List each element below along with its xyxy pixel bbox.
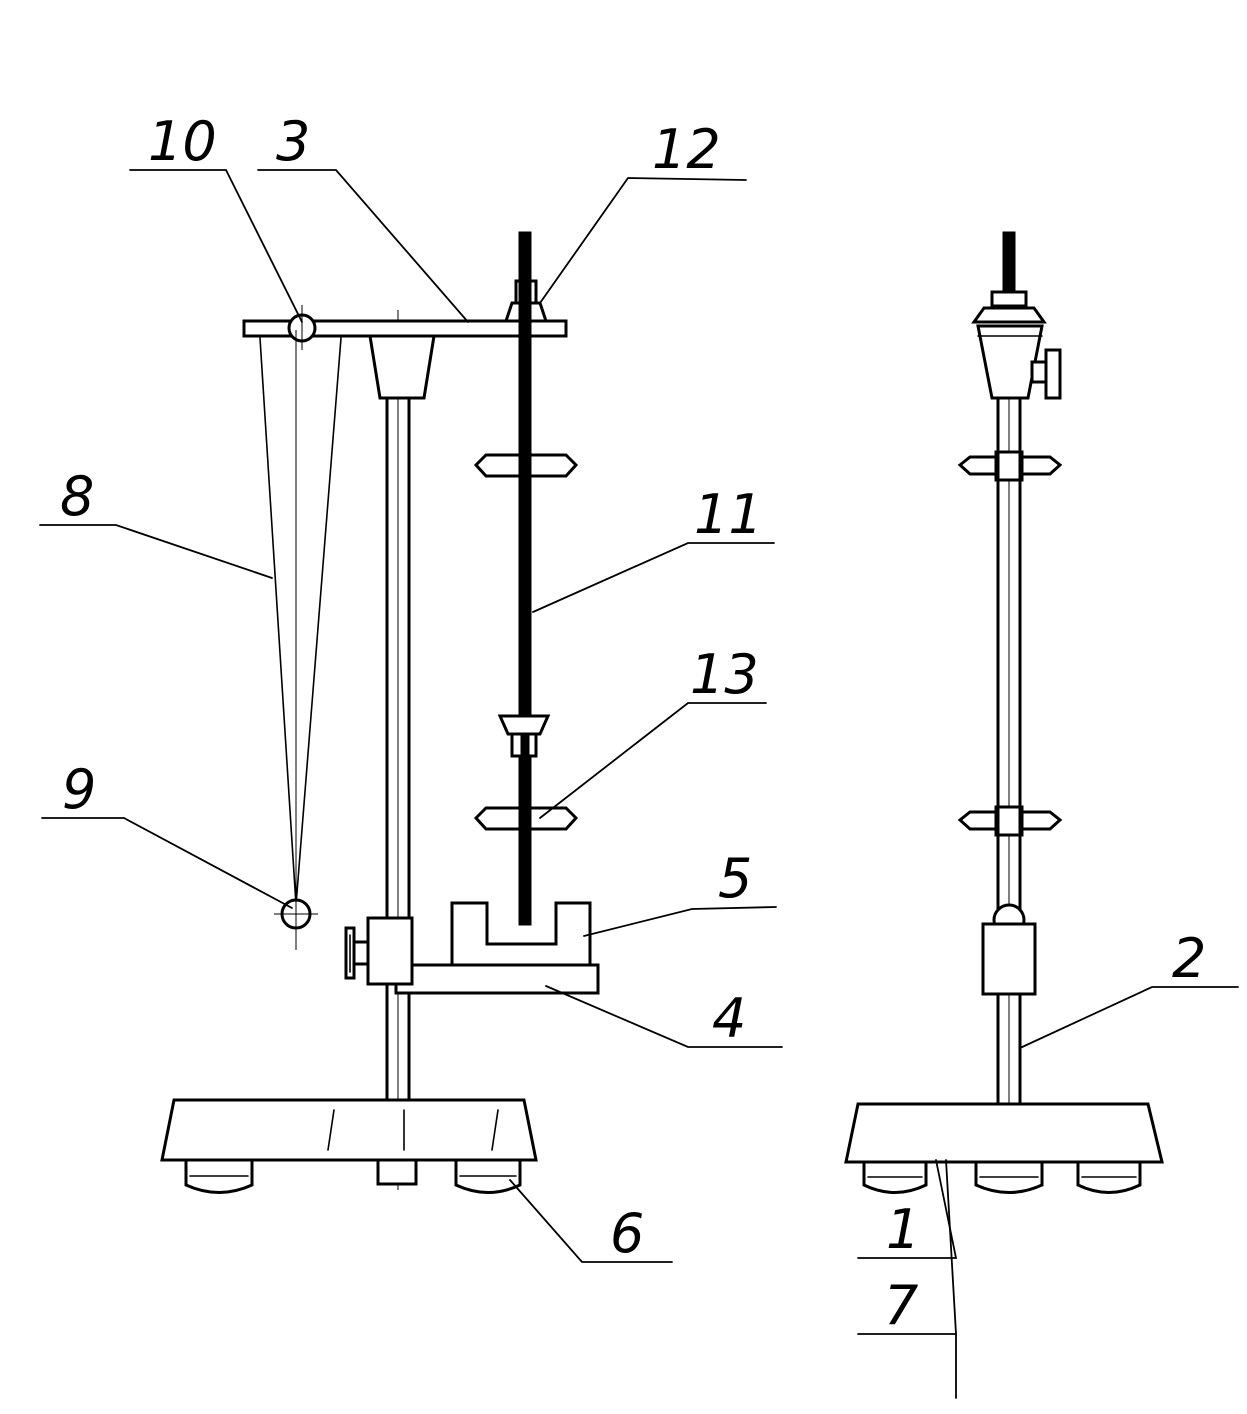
upper-disk-side bbox=[957, 450, 1063, 482]
label-9: 9 bbox=[62, 758, 96, 821]
label-10: 10 bbox=[148, 110, 217, 173]
label-4: 4 bbox=[712, 987, 746, 1050]
feet-front bbox=[184, 1158, 522, 1194]
side-view bbox=[844, 231, 1164, 1194]
upper-bushing-front bbox=[368, 334, 436, 400]
upper-disk-front bbox=[473, 451, 579, 481]
clamp-sleeve-side bbox=[981, 903, 1037, 996]
label-8: 8 bbox=[60, 465, 94, 528]
label-13: 13 bbox=[690, 643, 759, 706]
label-12: 12 bbox=[652, 118, 721, 181]
label-11: 11 bbox=[694, 483, 763, 546]
clamp-sleeve-front bbox=[344, 916, 414, 986]
pendulum-bob bbox=[274, 892, 318, 950]
crossbar bbox=[242, 319, 568, 338]
middle-nut-front bbox=[497, 714, 551, 758]
lower-disk-side bbox=[957, 805, 1063, 837]
label-6: 6 bbox=[610, 1202, 644, 1265]
base-side bbox=[844, 1102, 1164, 1164]
leader-lines bbox=[39, 169, 1239, 1399]
label-5: 5 bbox=[718, 847, 752, 910]
pivot-hinge bbox=[287, 305, 317, 350]
base-front bbox=[160, 1098, 538, 1162]
label-1: 1 bbox=[886, 1198, 920, 1261]
labels: 10 3 12 8 11 13 9 5 4 2 6 1 7 bbox=[60, 110, 1206, 1337]
lower-disk-front bbox=[473, 804, 579, 834]
stand-rod-front bbox=[385, 310, 411, 1190]
top-nut-side bbox=[971, 290, 1047, 324]
label-7: 7 bbox=[884, 1274, 918, 1337]
pendulum-thread bbox=[259, 330, 342, 906]
label-3: 3 bbox=[276, 110, 310, 173]
feet-side bbox=[862, 1160, 1142, 1194]
label-2: 2 bbox=[1172, 927, 1206, 990]
front-view bbox=[160, 231, 600, 1194]
support-arm bbox=[394, 963, 600, 995]
upper-bushing-side bbox=[976, 324, 1062, 400]
